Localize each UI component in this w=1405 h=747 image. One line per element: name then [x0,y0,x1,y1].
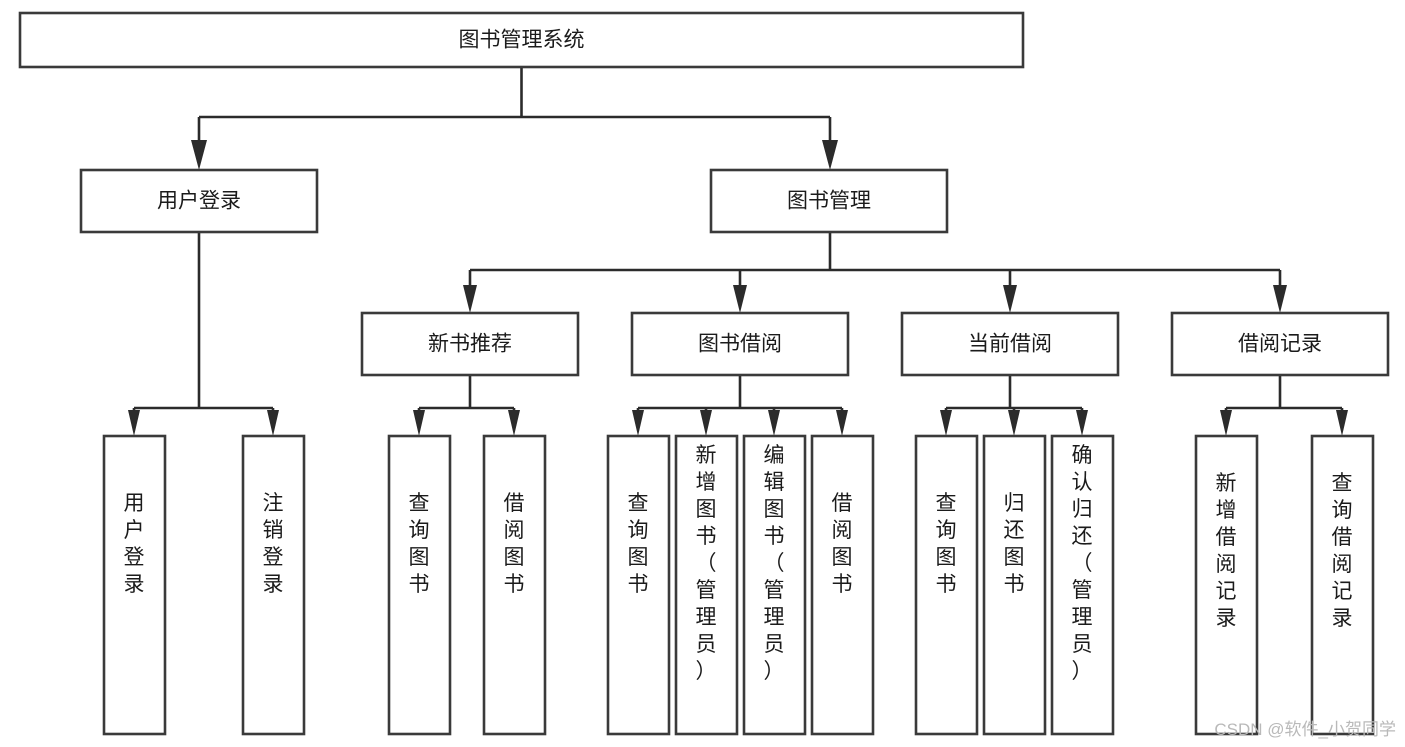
node-leaf-borrow-book[interactable]: 借阅图书 [810,434,875,736]
node-leaf-add-borrow-record[interactable]: 新增借阅记录 [1194,434,1259,736]
node-current-borrow-label: 当前借阅 [968,333,1052,356]
node-book-borrow[interactable]: 图书借阅 [630,311,850,377]
node-current-borrow-box[interactable] [900,311,1120,377]
node-leaf-query-borrow-record-label: 查询借阅记录 [1332,472,1353,630]
node-leaf-borrow-book-rec[interactable]: 借阅图书 [482,434,547,736]
arrow-head-book-manage [822,140,838,170]
arrow-head-leaf-edit-book-admin [768,410,780,436]
node-leaf-user-logout-box[interactable] [241,434,306,736]
node-leaf-query-book-current-label: 查询图书 [936,492,957,596]
node-leaf-user-logout-label: 注销登录 [263,492,284,596]
node-new-book-rec[interactable]: 新书推荐 [360,311,580,377]
node-user-login-label: 用户登录 [157,190,241,213]
node-new-book-rec-box[interactable] [360,311,580,377]
arrow-head-leaf-confirm-return-admin [1076,410,1088,436]
node-leaf-user-logout[interactable]: 注销登录 [241,434,306,736]
node-leaf-add-book-admin[interactable]: 新增图书（管理员） [674,434,739,736]
arrow-head-current-borrow [1003,285,1017,313]
node-book-manage-label: 图书管理 [787,190,871,213]
node-leaf-query-book-borrow[interactable]: 查询图书 [606,434,671,736]
node-book-manage-box[interactable] [709,168,949,234]
node-root-box[interactable] [18,11,1025,69]
node-root-label: 图书管理系统 [459,29,585,52]
arrow-head-leaf-add-book-admin [700,410,712,436]
node-leaf-borrow-book-label: 借阅图书 [832,492,853,596]
arrow-head-leaf-query-book-current [940,410,952,436]
node-leaf-query-book-borrow-label: 查询图书 [628,492,649,596]
node-leaf-query-borrow-record[interactable]: 查询借阅记录 [1310,434,1375,736]
connector-group [128,67,1348,436]
arrow-head-new-book-rec [463,285,477,313]
node-leaf-user-login[interactable]: 用户登录 [102,434,167,736]
arrow-head-leaf-query-book-rec [413,410,425,436]
node-leaf-borrow-book-rec-label: 借阅图书 [504,492,525,596]
csdn-watermark: CSDN @软件_小贺同学 [1214,720,1396,739]
node-book-borrow-label: 图书借阅 [698,333,782,356]
node-book-manage[interactable]: 图书管理 [709,168,949,234]
arrow-head-leaf-query-borrow-record [1336,410,1348,436]
arrow-head-leaf-user-login [128,410,140,436]
node-leaf-return-book[interactable]: 归还图书 [982,434,1047,736]
node-leaf-edit-book-admin[interactable]: 编辑图书（管理员） [742,434,807,736]
node-leaf-edit-book-admin-box[interactable] [742,434,807,736]
node-leaf-confirm-return-admin[interactable]: 确认归还（管理员） [1050,434,1115,736]
arrow-head-leaf-query-book-borrow [632,410,644,436]
node-leaf-add-book-admin-box[interactable] [674,434,739,736]
node-root[interactable]: 图书管理系统 [18,11,1025,69]
node-leaf-borrow-book-rec-box[interactable] [482,434,547,736]
node-book-borrow-box[interactable] [630,311,850,377]
node-user-login-box[interactable] [79,168,319,234]
node-current-borrow[interactable]: 当前借阅 [900,311,1120,377]
node-user-login[interactable]: 用户登录 [79,168,319,234]
node-leaf-add-borrow-record-label: 新增借阅记录 [1216,472,1237,630]
node-leaf-user-login-box[interactable] [102,434,167,736]
node-leaf-confirm-return-admin-label: 确认归还（管理员） [1072,444,1093,683]
arrow-head-leaf-borrow-book-rec [508,410,520,436]
arrow-head-leaf-add-borrow-record [1220,410,1232,436]
node-leaf-query-book-rec-box[interactable] [387,434,452,736]
node-leaf-user-login-label: 用户登录 [124,492,145,596]
node-leaf-query-book-rec[interactable]: 查询图书 [387,434,452,736]
node-borrow-record[interactable]: 借阅记录 [1170,311,1390,377]
arrow-head-book-borrow [733,285,747,313]
node-borrow-record-box[interactable] [1170,311,1390,377]
node-leaf-edit-book-admin-label: 编辑图书（管理员） [764,444,785,683]
arrow-head-leaf-user-logout [267,410,279,436]
node-leaf-add-borrow-record-box[interactable] [1194,434,1259,736]
arrow-head-leaf-borrow-book [836,410,848,436]
node-leaf-query-borrow-record-box[interactable] [1310,434,1375,736]
node-leaf-confirm-return-admin-box[interactable] [1050,434,1115,736]
node-leaf-add-book-admin-label: 新增图书（管理员） [696,444,717,683]
node-leaf-borrow-book-box[interactable] [810,434,875,736]
arrow-head-user-login [191,140,207,170]
node-leaf-query-book-rec-label: 查询图书 [409,492,430,596]
node-leaf-query-book-current[interactable]: 查询图书 [914,434,979,736]
arrow-head-leaf-return-book [1008,410,1020,436]
node-borrow-record-label: 借阅记录 [1238,333,1322,356]
node-leaf-return-book-box[interactable] [982,434,1047,736]
node-new-book-rec-label: 新书推荐 [428,333,512,356]
node-leaf-query-book-borrow-box[interactable] [606,434,671,736]
node-leaf-query-book-current-box[interactable] [914,434,979,736]
node-leaf-return-book-label: 归还图书 [1004,492,1025,596]
arrow-head-borrow-record [1273,285,1287,313]
